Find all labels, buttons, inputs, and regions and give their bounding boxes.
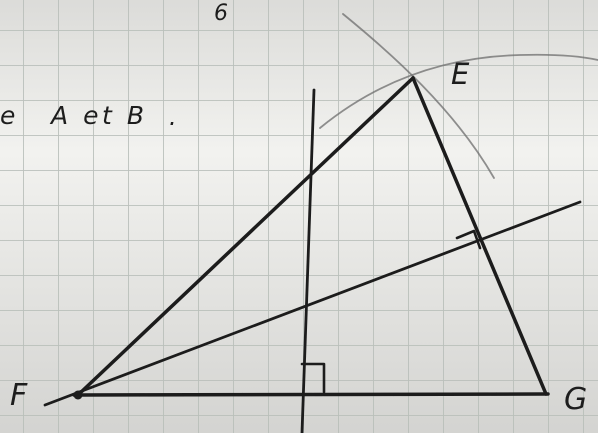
vertex-label-g: G — [564, 382, 587, 417]
segment-fe — [76, 76, 415, 397]
vertex-label-f: F — [10, 378, 28, 413]
construction-arc-top — [319, 53, 598, 129]
vertex-f-point — [73, 390, 83, 400]
segment-eg — [411, 76, 548, 396]
segment-fg — [72, 392, 550, 397]
right-angle-mark-fg — [300, 362, 326, 394]
note-left-fragment: e — [0, 101, 15, 130]
construction-arc-left — [342, 13, 495, 179]
right-angle-mark-eg — [455, 229, 482, 250]
vertex-label-e: E — [451, 57, 470, 91]
note-dot: . — [169, 103, 177, 131]
perpendicular-bisector-fg — [300, 88, 316, 433]
note-text: A et B — [49, 101, 144, 130]
page-number: 6 — [214, 1, 228, 26]
perpendicular-bisector-eg — [43, 200, 582, 407]
